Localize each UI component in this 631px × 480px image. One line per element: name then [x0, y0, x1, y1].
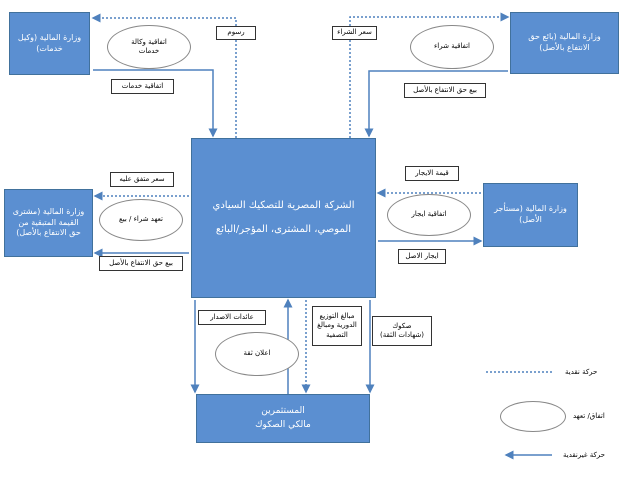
- purchase-price-arrow: [349, 12, 510, 138]
- purchase-price-label: سعر الشراء: [332, 26, 377, 40]
- legend-agreement-text: اتفاق/ تعهد: [573, 412, 605, 420]
- trust-declaration-ellipse: اعلان ثقة: [215, 332, 299, 376]
- distribution-label: مبالغ التوزيع الدورية ومبالغ التصفية: [312, 306, 362, 346]
- sukuk-label: صكوك (شهادات الثقة): [372, 316, 432, 346]
- usufruct-sale-top-label: بيع حق الانتفاع بالأصل: [404, 83, 486, 98]
- sukuk-company-label: الشركة المصرية للتصكيك السيادي الموصي، ا…: [212, 200, 355, 235]
- buyer-ministry-label: وزارة المالية (مشترى القيمة المتبقية من …: [12, 206, 85, 238]
- legend-agreement-ellipse: [500, 401, 566, 432]
- service-agreement-label: اتفاقية خدمات: [111, 79, 174, 94]
- purchase-agreement-ellipse: اتفاقية شراء: [410, 25, 494, 69]
- service-flow-arrow: [93, 69, 218, 138]
- seller-ministry-box: وزارة المالية (بائع حق الانتفاع بالأصل): [510, 12, 619, 74]
- returns-label: عائدات الاصدار: [198, 310, 266, 325]
- agent-ministry-label: وزارة المالية (وكيل خدمات): [17, 32, 82, 53]
- usufruct-sale-top-arrow: [364, 70, 508, 138]
- agent-ministry-box: وزارة المالية (وكيل خدمات): [9, 12, 90, 75]
- buyer-ministry-box: وزارة المالية (مشترى القيمة المتبقية من …: [4, 189, 93, 257]
- fees-label: رسوم: [216, 26, 256, 40]
- agency-agreement-ellipse: اتفاقية وكالة خدمات: [107, 25, 191, 69]
- purchase-promise-ellipse: تعهد شراء / بيع: [99, 199, 183, 241]
- lessee-ministry-box: وزارة المالية (مستأجر الأصل): [483, 183, 578, 247]
- legend-cash-text: حركة نقدية: [565, 368, 598, 376]
- lessee-ministry-label: وزارة المالية (مستأجر الأصل): [494, 204, 567, 224]
- rent-value-label: قيمة الايجار: [405, 166, 459, 181]
- lease-agreement-ellipse: اتفاقية ايجار: [387, 194, 471, 236]
- sukuk-company-box: الشركة المصرية للتصكيك السيادي الموصي، ا…: [191, 138, 376, 298]
- investors-box: المستثمرين مالكي الصكوك: [196, 394, 370, 443]
- fees-flow-arrow: [91, 13, 237, 138]
- agreed-price-label: سعر متفق عليه: [110, 172, 174, 187]
- asset-lease-label: ايجار الاصل: [398, 249, 446, 264]
- legend-noncash-text: حركة غيرنقدية: [563, 451, 605, 459]
- seller-ministry-label: وزارة المالية (بائع حق الانتفاع بالأصل): [528, 32, 601, 52]
- investors-label: المستثمرين مالكي الصكوك: [255, 406, 311, 430]
- usufruct-sale-left-label: بيع حق الانتفاع بالأصل: [99, 256, 183, 271]
